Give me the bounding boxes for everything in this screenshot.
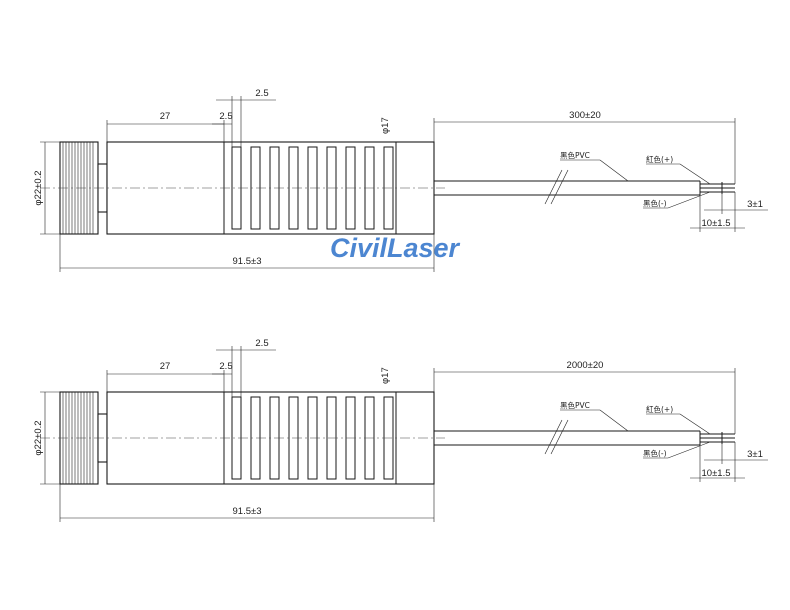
dim-tin-length: 3±1	[704, 194, 768, 214]
dim-fin-width: 2.5 2.5	[212, 338, 276, 397]
cable	[434, 419, 735, 455]
dim-head-diameter: φ22±0.2	[33, 141, 60, 235]
dim-strip-length: 10±1.5	[690, 192, 745, 232]
dim-total-length: 91.5±3	[59, 234, 435, 272]
dim-total-length: 91.5±3	[59, 484, 435, 522]
dim-fin-width: 2.5 2.5	[212, 88, 276, 147]
dim-fin-dia-label: φ17	[380, 117, 391, 134]
dim-cable-length: 2000±20	[433, 360, 736, 434]
view-bottom: φ22±0.2 27 2.5 2.5 φ17 91.5±3	[33, 338, 768, 522]
cable	[434, 169, 735, 205]
dim-fin-pitch-label: 2.5	[219, 361, 232, 372]
view-top: φ22±0.2 27 2.5 2.5 φ17 91.5±3	[33, 88, 768, 272]
cable-label: 黑色PVC	[560, 400, 590, 410]
dim-fin-pitch-label: 2.5	[219, 111, 232, 122]
dim-fin-width-label: 2.5	[255, 338, 268, 349]
dim-tin-label: 3±1	[747, 449, 763, 460]
dim-fin-diameter: φ17	[380, 117, 391, 134]
dim-total-length-label: 91.5±3	[233, 256, 262, 267]
dim-cable-length-label: 300±20	[569, 110, 601, 121]
wire-callouts: 黑色PVC 紅色(+) 黑色(-)	[560, 400, 711, 459]
dim-body-length-label: 27	[160, 111, 171, 122]
dim-head-diameter: φ22±0.2	[33, 391, 60, 485]
dim-head-dia-label: φ22±0.2	[33, 170, 44, 205]
dim-tin-length: 3±1	[704, 444, 768, 464]
dim-cable-length-label: 2000±20	[567, 360, 604, 371]
dim-fin-diameter: φ17	[380, 367, 391, 384]
dim-strip-label: 10±1.5	[702, 218, 731, 229]
dim-strip-length: 10±1.5	[690, 442, 745, 482]
red-wire-label: 紅色(+)	[646, 154, 673, 164]
dim-fin-dia-label: φ17	[380, 367, 391, 384]
dim-strip-label: 10±1.5	[702, 468, 731, 479]
red-wire-label: 紅色(+)	[646, 404, 673, 414]
dim-body-length-label: 27	[160, 361, 171, 372]
cable-label: 黑色PVC	[560, 150, 590, 160]
wire-callouts: 黑色PVC 紅色(+) 黑色(-)	[560, 150, 711, 209]
dim-body-length: 27	[106, 361, 225, 392]
dim-total-length-label: 91.5±3	[233, 506, 262, 517]
dim-body-length: 27	[106, 111, 225, 142]
black-wire-label: 黑色(-)	[643, 198, 667, 208]
black-wire-label: 黑色(-)	[643, 448, 667, 458]
watermark-logo: CivilLaser	[330, 233, 461, 263]
dim-cable-length: 300±20	[433, 110, 736, 184]
dim-head-dia-label: φ22±0.2	[33, 420, 44, 455]
dim-tin-label: 3±1	[747, 199, 763, 210]
dim-fin-width-label: 2.5	[255, 88, 268, 99]
